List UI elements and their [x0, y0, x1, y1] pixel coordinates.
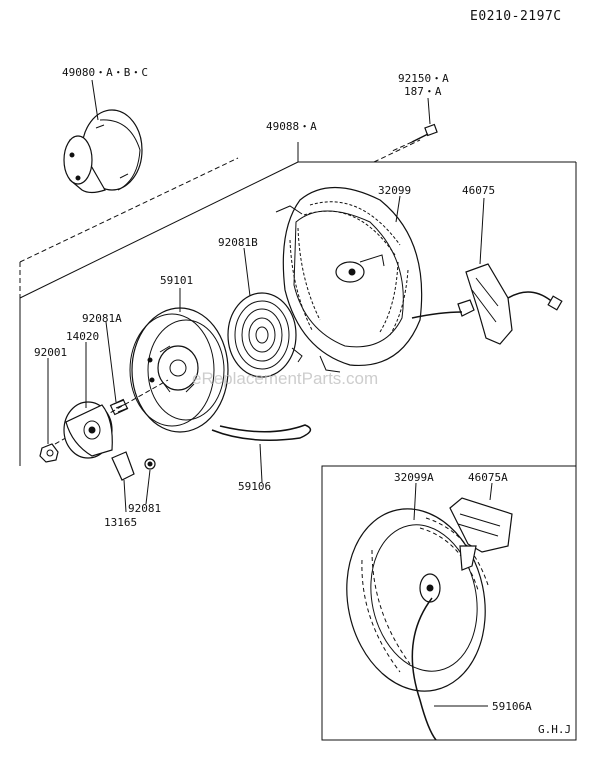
variant-box [321, 465, 577, 741]
label-92081B: 92081B [218, 236, 258, 249]
part-49080-cup [63, 109, 143, 194]
label-49080: 49080・A・B・C [62, 66, 148, 79]
label-32099A: 32099A [394, 471, 434, 484]
part-14020-plate [63, 401, 113, 459]
part-92081B-spring [227, 292, 303, 378]
label-49088: 49088・A [266, 120, 317, 133]
part-labels: 49080・A・B・C 92150・A 187・A 49088・A 32099 … [34, 66, 571, 736]
part-92150-bolt [389, 123, 438, 153]
housing-vent-slots [289, 201, 409, 336]
label-46075: 46075 [462, 184, 495, 197]
part-92001-bolt [39, 443, 59, 463]
part-59106-rope [211, 424, 312, 441]
label-13165: 13165 [104, 516, 137, 529]
label-92081: 92081 [128, 502, 161, 515]
label-59101: 59101 [160, 274, 193, 287]
label-187: 187・A [404, 85, 442, 98]
part-46075A-handle [449, 497, 513, 571]
leader-lines [47, 79, 493, 707]
diagram-code: E0210-2197C [470, 9, 562, 24]
label-92001: 92001 [34, 346, 67, 359]
watermark: eReplacementParts.com [192, 369, 378, 388]
label-59106A: 59106A [492, 700, 532, 713]
part-32099A-housing [346, 508, 489, 692]
label-92081A: 92081A [82, 312, 122, 325]
part-46075-handle [411, 263, 563, 345]
part-59106A-rope [411, 597, 437, 741]
label-92150: 92150・A [398, 72, 449, 85]
part-13165-ratchet [111, 451, 135, 481]
label-14020: 14020 [66, 330, 99, 343]
part-92081A-spring [109, 398, 129, 416]
label-46075A: 46075A [468, 471, 508, 484]
label-59106: 59106 [238, 480, 271, 493]
part-32099-housing [275, 186, 423, 373]
label-variant: G.H.J [538, 723, 571, 736]
part-59101-reel [129, 307, 229, 433]
label-32099: 32099 [378, 184, 411, 197]
part-92081-spring [144, 458, 156, 470]
